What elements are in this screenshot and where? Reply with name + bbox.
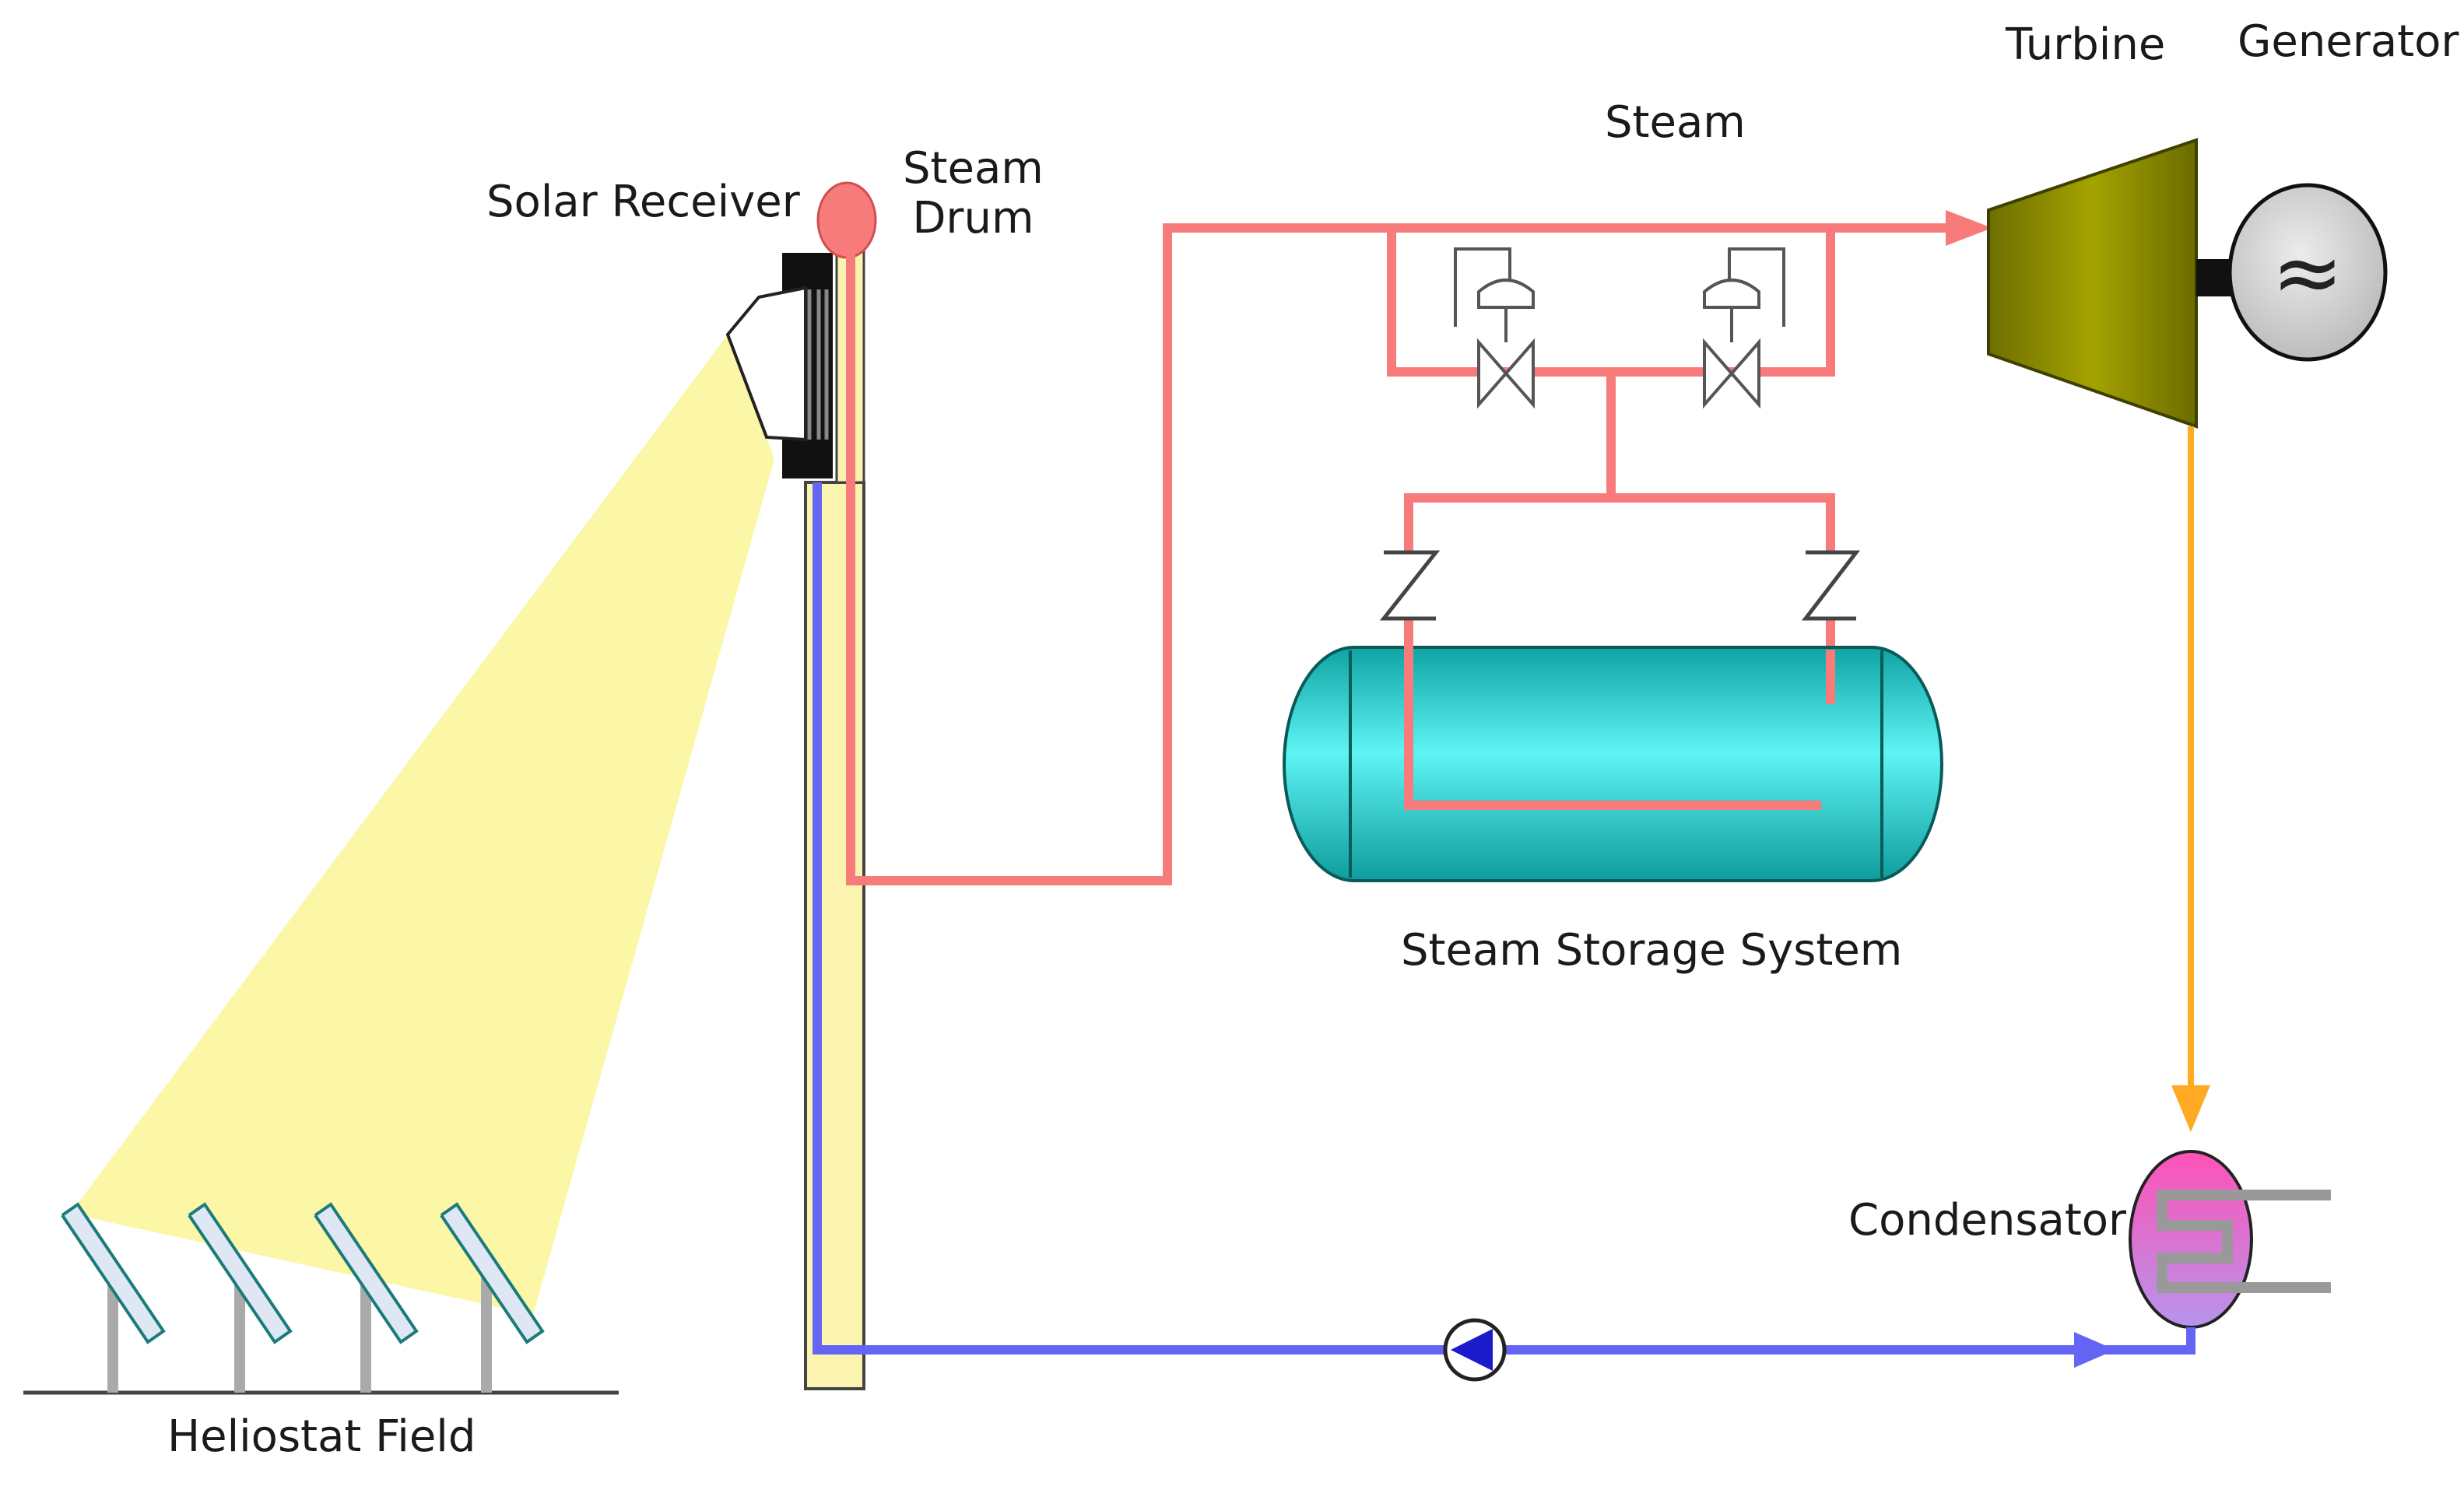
turbine-generator-shaft xyxy=(2196,259,2234,296)
solar-receiver-label: Solar Receiver xyxy=(486,177,800,227)
steam-label: Steam xyxy=(1605,97,1746,148)
steam-drum-label: Steam Drum xyxy=(903,143,1044,244)
heliostat-mirror xyxy=(440,1202,545,1393)
steam-storage-system-label: Steam Storage System xyxy=(1401,925,1903,976)
steam-storage-tank xyxy=(1283,619,1943,882)
heliostat-mirror xyxy=(61,1202,166,1393)
control-valve-left xyxy=(1454,247,1535,409)
steam-drum-label-line2: Drum xyxy=(912,193,1034,244)
turbine-label: Turbine xyxy=(2006,19,2166,70)
heliostat-field-label: Heliostat Field xyxy=(167,1411,476,1462)
generator-symbol-icon: ≈ xyxy=(2272,223,2343,322)
feedwater-pump xyxy=(1443,1318,1507,1382)
check-valve-right xyxy=(1801,550,1861,621)
check-valve-left xyxy=(1379,550,1441,621)
feedwater-flow-arrow-icon xyxy=(2074,1332,2115,1368)
sunlight-beam xyxy=(70,335,774,1315)
steam-drum-label-line1: Steam xyxy=(903,143,1044,194)
steam-flow-arrow-icon xyxy=(1946,210,1992,246)
heliostat-field xyxy=(61,1202,545,1393)
generator-label: Generator xyxy=(2238,16,2459,67)
condensator-label: Condensator xyxy=(1848,1195,2127,1246)
solar-receiver xyxy=(725,253,833,478)
control-valve-right xyxy=(1703,247,1785,409)
exhaust-flow-arrow-icon xyxy=(2171,1085,2210,1132)
generator xyxy=(2227,183,2388,362)
turbine xyxy=(1987,138,2198,429)
storage-header-line xyxy=(1404,493,1835,552)
condenser xyxy=(2129,1150,2331,1329)
heliostat-mirror xyxy=(188,1202,293,1393)
heliostat-mirror xyxy=(314,1202,419,1393)
steam-drum xyxy=(816,181,877,259)
steam-riser-line xyxy=(846,223,1950,885)
